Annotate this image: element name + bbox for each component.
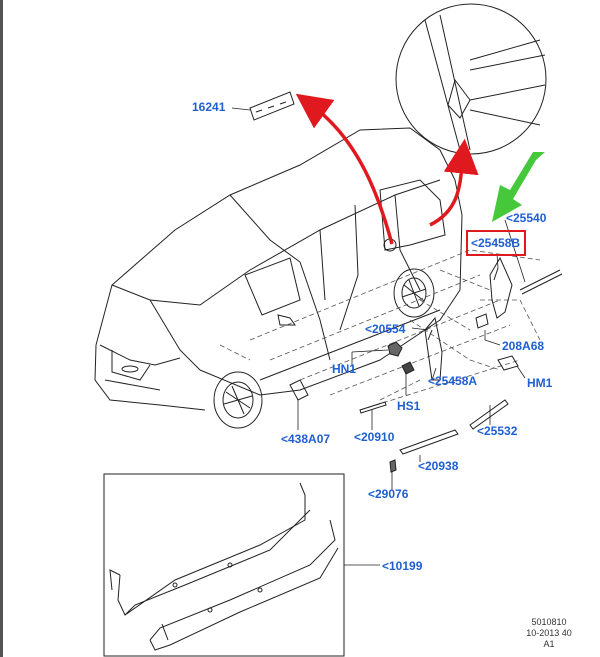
highlight-box-25458b [466, 230, 526, 256]
inset-box-10199 [103, 473, 345, 657]
callout-208a68[interactable]: 208A68 [502, 339, 545, 353]
callout-hm1[interactable]: HM1 [527, 376, 553, 390]
callout-25458a[interactable]: <25458A [428, 374, 478, 388]
callout-16241[interactable]: 16241 [192, 100, 226, 114]
callout-hs1[interactable]: HS1 [397, 399, 421, 413]
red-curved-arrows [295, 93, 479, 245]
callout-29076[interactable]: <29076 [368, 487, 409, 501]
callout-25540[interactable]: <25540 [506, 211, 547, 225]
stamp-line-1: 5010810 [531, 617, 567, 627]
callout-20554[interactable]: <20554 [365, 322, 406, 336]
part-16241-drawing [249, 91, 295, 121]
green-arrow-icon [492, 152, 545, 222]
callout-20910[interactable]: <20910 [354, 430, 395, 444]
callout-25532[interactable]: <25532 [477, 424, 518, 438]
callout-leader-lines [231, 107, 526, 566]
left-border-bar [0, 0, 3, 657]
small-parts-drawings [289, 256, 563, 473]
callout-hn1[interactable]: HN1 [332, 362, 357, 376]
detail-magnifier-circle [395, 3, 547, 155]
callout-10199[interactable]: <10199 [382, 559, 423, 573]
stamp-line-2: 10-2013 40 [526, 628, 572, 638]
illustration-stamp: 5010810 10-2013 40 A1 [514, 617, 584, 650]
van-line-drawing [94, 127, 463, 429]
stamp-line-3: A1 [543, 639, 555, 649]
dashed-guide-lines [219, 249, 541, 411]
callout-438a07[interactable]: <438A07 [281, 432, 331, 446]
callout-25458b[interactable]: <25458B [471, 236, 521, 250]
callout-20938[interactable]: <20938 [418, 459, 459, 473]
